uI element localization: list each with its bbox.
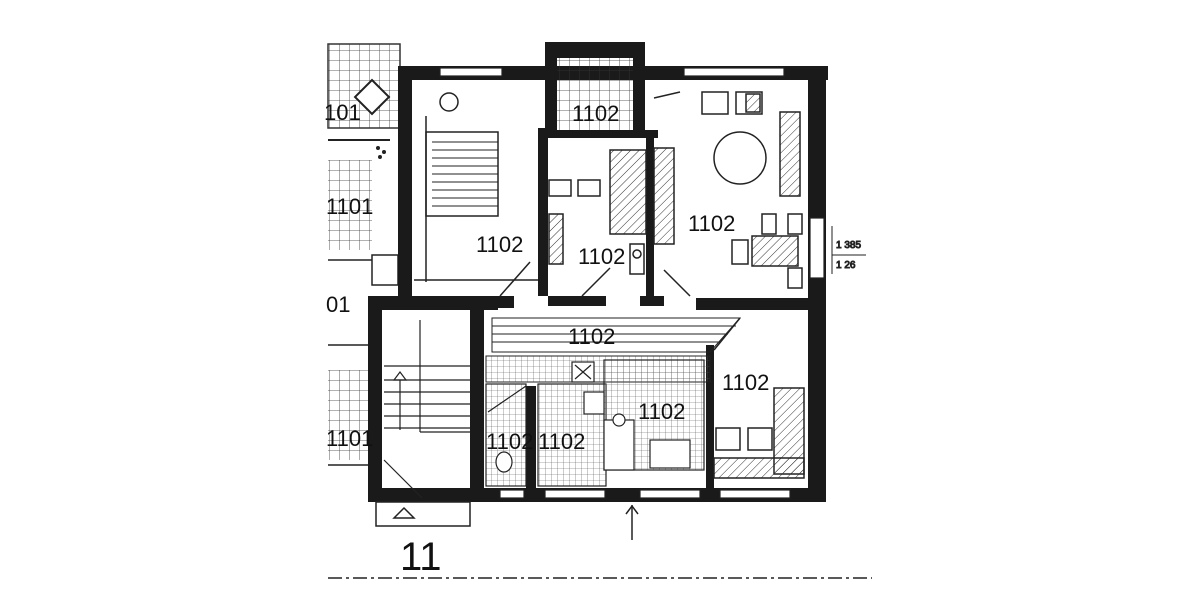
wet-rooms — [485, 359, 705, 487]
room-label-bathroom: 1102 — [638, 399, 685, 424]
level-mark: 1 385 1 26 — [831, 226, 866, 274]
room-label-small-room: 1102 — [578, 244, 625, 269]
room-label-partial-top-left: 101 — [324, 100, 361, 125]
room-label-wc: 1102 — [486, 429, 533, 454]
room-label-hallway: 1102 — [568, 324, 615, 349]
living-room-furniture — [653, 91, 803, 297]
kitchen-furniture — [713, 317, 805, 479]
room-label-storage: 1102 — [538, 429, 585, 454]
room-label-living-room: 1102 — [688, 211, 735, 236]
room-label-partial-left-bottom: 1101 — [326, 426, 373, 451]
bedroom-furniture — [414, 92, 538, 297]
balcony-tiles — [557, 58, 633, 130]
stair-number: 11 — [400, 535, 442, 579]
entrance-markers — [375, 501, 639, 540]
level-mark-upper: 1 385 — [836, 240, 861, 251]
room-label-balcony: 1102 — [572, 101, 619, 126]
windows — [439, 67, 825, 499]
small-room-furniture — [548, 149, 647, 297]
room-label-bedroom: 1102 — [476, 232, 523, 257]
staircase — [383, 320, 470, 499]
room-label-kitchen: 1102 — [722, 370, 769, 395]
neighbour-unit — [327, 43, 401, 466]
level-mark-lower: 1 26 — [836, 260, 856, 271]
room-label-partial-left-low: 01 — [326, 292, 350, 317]
room-label-partial-left-mid: 1101 — [326, 194, 373, 219]
